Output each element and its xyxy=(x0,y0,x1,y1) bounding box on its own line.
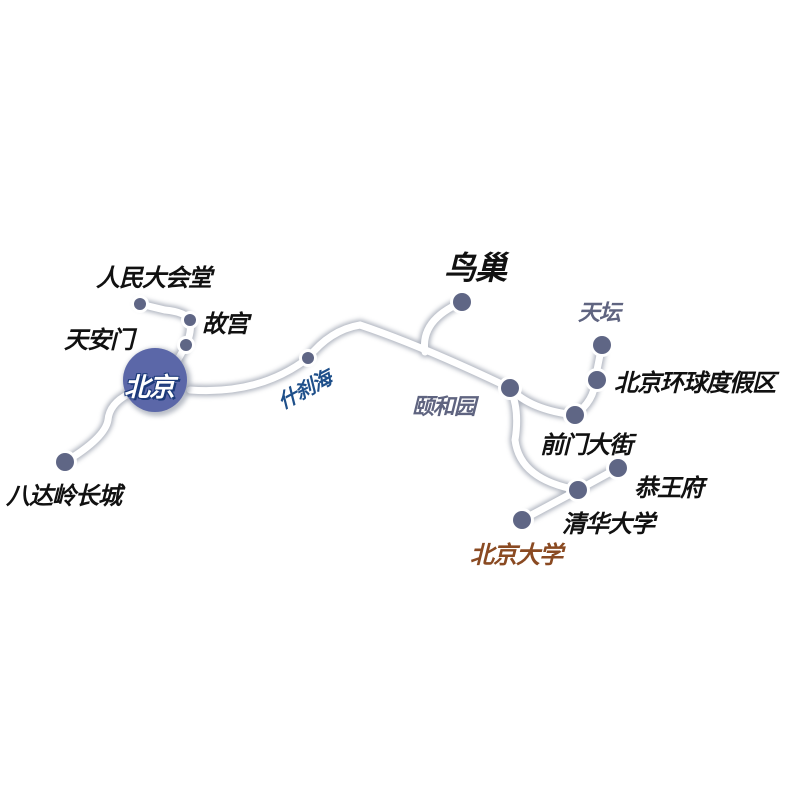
station-dot-gongwangfu xyxy=(606,456,630,480)
station-label-yiheyuan[interactable]: 颐和园 xyxy=(412,395,476,420)
station-label-renmin[interactable]: 人民大会堂 xyxy=(96,264,212,292)
station-dot-tiananmen xyxy=(177,336,195,354)
station-label-gugong[interactable]: 故宫 xyxy=(202,310,249,338)
station-dot-niaochao xyxy=(450,290,474,314)
station-dot-gugong xyxy=(181,311,199,329)
station-label-pku[interactable]: 北京大学 xyxy=(470,541,563,569)
station-dot-badaling xyxy=(53,450,77,474)
station-dot-pku xyxy=(510,508,534,532)
station-dot-tiantan xyxy=(590,333,614,357)
hub-label-beijing[interactable]: 北京 xyxy=(124,373,175,403)
station-label-niaochao[interactable]: 鸟巢 xyxy=(444,249,507,287)
station-markers xyxy=(53,290,630,532)
station-label-gongwangfu[interactable]: 恭王府 xyxy=(634,474,704,502)
station-dot-universal xyxy=(585,368,609,392)
station-dot-shichahai xyxy=(299,349,317,367)
station-label-tiantan[interactable]: 天坛 xyxy=(578,301,621,326)
station-dot-qianmen xyxy=(563,403,587,427)
station-label-tsinghua[interactable]: 清华大学 xyxy=(562,510,655,538)
station-label-badaling[interactable]: 八达岭长城 xyxy=(6,482,122,510)
station-label-tiananmen[interactable]: 天安门 xyxy=(64,326,134,354)
station-dot-renmin xyxy=(131,295,149,313)
station-dot-yiheyuan xyxy=(498,376,522,400)
station-label-universal[interactable]: 北京环球度假区 xyxy=(614,369,776,397)
hub-circle-icon xyxy=(123,348,191,416)
station-dot-tsinghua xyxy=(566,478,590,502)
station-label-qianmen[interactable]: 前门大街 xyxy=(540,431,633,459)
